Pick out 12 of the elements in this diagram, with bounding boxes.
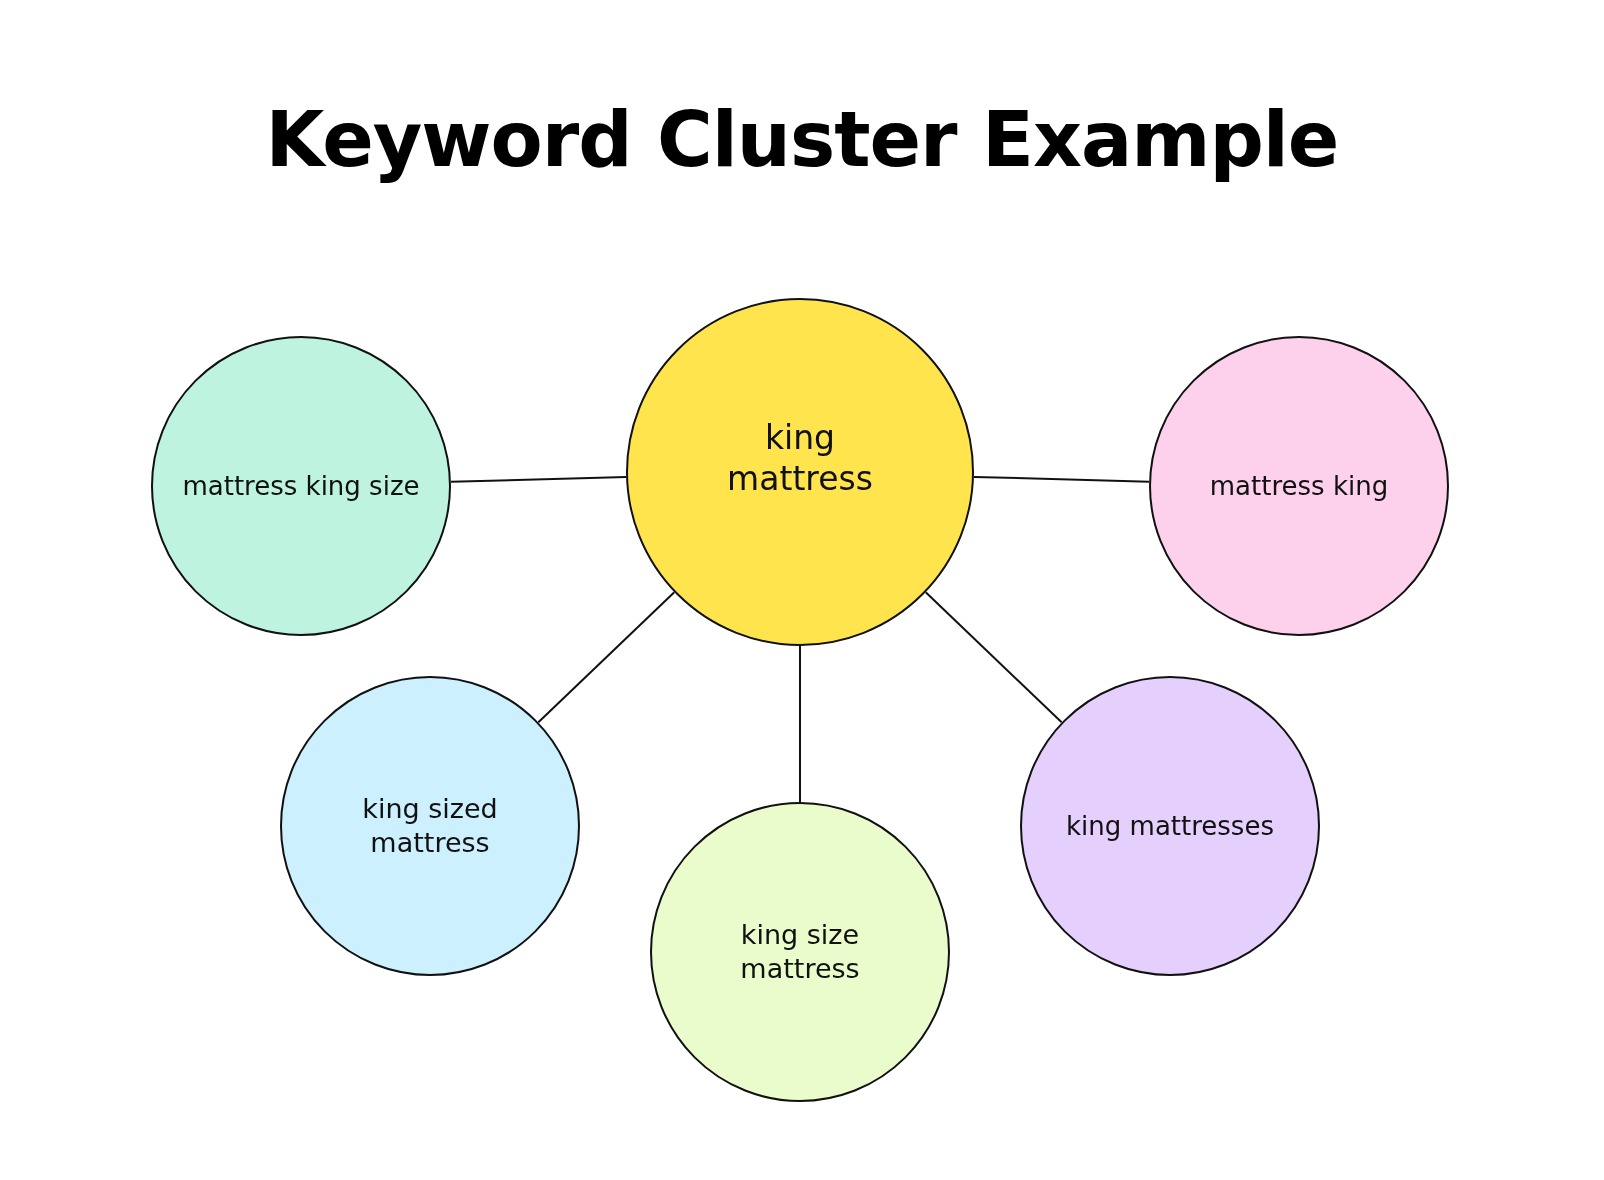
keyword-label: king sized mattress — [361, 792, 499, 860]
keyword-label: mattress king — [1209, 469, 1389, 503]
connector-line — [799, 645, 801, 803]
keyword-label: mattress king size — [182, 469, 420, 503]
connector-line — [924, 591, 1063, 724]
diagram-title: Keyword Cluster Example — [264, 95, 1340, 184]
connector-line — [972, 475, 1151, 483]
connector-line — [449, 475, 628, 483]
keyword-label: king mattress — [726, 416, 874, 500]
keyword-label: king size mattress — [739, 918, 861, 986]
connector-line — [537, 591, 676, 724]
keyword-label: king mattresses — [1066, 809, 1274, 843]
